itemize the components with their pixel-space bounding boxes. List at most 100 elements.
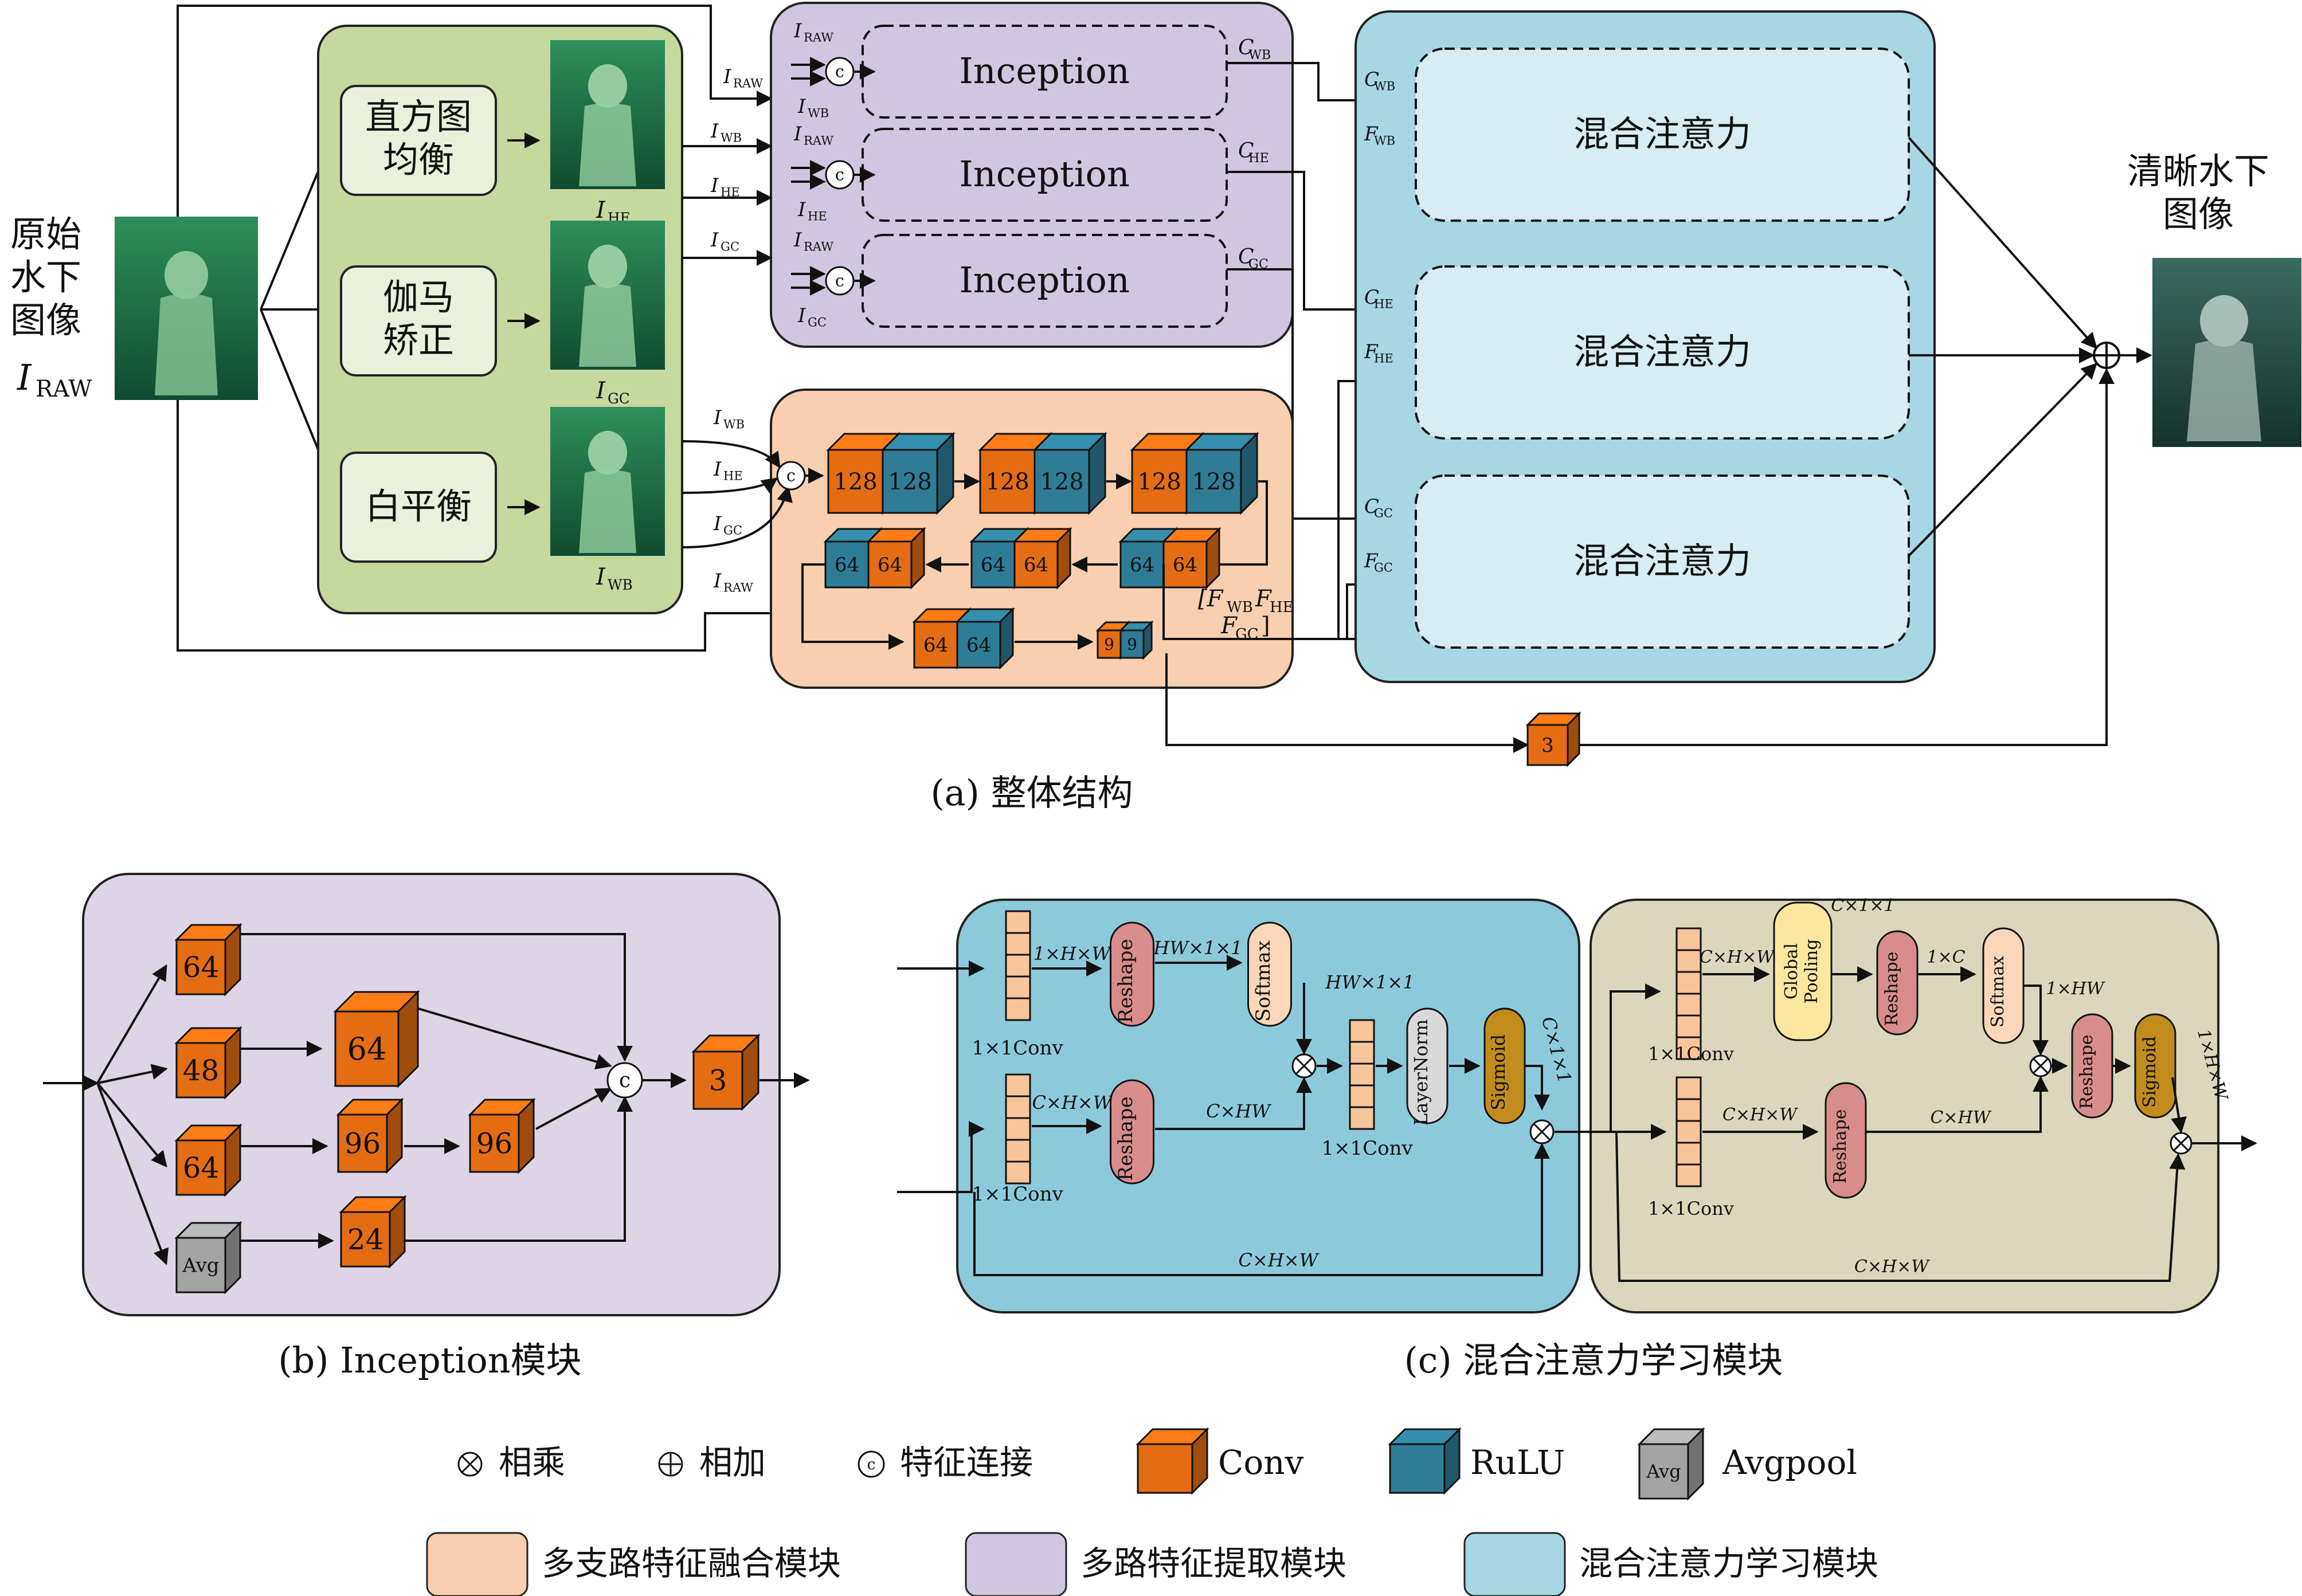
concat-glyph: c xyxy=(835,62,844,81)
cube-label: 64 xyxy=(923,634,948,657)
subscript: WB xyxy=(721,130,742,144)
enhanced-image xyxy=(550,407,665,556)
enhancement-box xyxy=(340,85,497,196)
symbol: F xyxy=(1364,550,1379,572)
enhancement-label: 白平衡 xyxy=(365,485,472,527)
cube-label: 64 xyxy=(347,1031,387,1067)
input-label-line3: 图像 xyxy=(10,299,81,341)
conv-block: 96 xyxy=(336,1097,404,1174)
caption-c: (c) 混合注意力学习模块 xyxy=(1404,1339,1783,1381)
conv-block: 48 xyxy=(174,1026,242,1100)
symbol: I xyxy=(710,174,719,197)
subscript: HE xyxy=(721,185,740,199)
symbol: I xyxy=(713,458,722,481)
label: C×HW xyxy=(1206,1100,1272,1122)
cube-label: 9 xyxy=(1127,635,1137,654)
reshape-block-label: Reshape xyxy=(1830,1109,1850,1184)
softmax-block: Softmax xyxy=(1982,927,2025,1044)
label: Pooling xyxy=(1802,939,1822,1004)
symbol: C xyxy=(1364,68,1379,91)
attention-input-f: FWB xyxy=(1364,123,1395,147)
label: C×H×W xyxy=(1700,947,1775,967)
output-label: 清晰水下 图像 xyxy=(2127,150,2269,235)
concat-node: c xyxy=(825,266,855,296)
symbol: I xyxy=(713,512,722,535)
extraction-output: CWB xyxy=(1238,36,1271,62)
label: F xyxy=(1255,586,1272,612)
input-label-line1: 原始 xyxy=(10,213,81,255)
enhanced-image xyxy=(550,40,665,189)
subscript: HE xyxy=(808,209,827,223)
cube-label: 128 xyxy=(1137,469,1181,495)
cube-label: 96 xyxy=(476,1127,513,1160)
cube-label: 128 xyxy=(1040,469,1083,495)
extraction-output: CHE xyxy=(1238,139,1269,166)
multiply-node xyxy=(457,1452,483,1477)
reshape-block-label: Reshape xyxy=(1882,952,1902,1026)
sigmoid-block: Sigmoid xyxy=(2134,1013,2176,1119)
label: 1×H×W xyxy=(1033,943,1113,964)
cube-label: Avg xyxy=(1646,1461,1681,1483)
label: 1×C xyxy=(1927,947,1965,967)
relu-block: 128 xyxy=(880,432,956,515)
cube-label: Avg xyxy=(182,1254,219,1277)
cube-label: 9 xyxy=(1104,635,1114,654)
symbol: I xyxy=(710,120,719,143)
enhancement-box xyxy=(340,265,497,377)
inception-module-container xyxy=(82,873,781,1316)
label: C×H×W xyxy=(1032,1092,1114,1113)
label: [F xyxy=(1198,586,1224,612)
attention-label: 混合注意力 xyxy=(1573,331,1751,372)
output-label-line2: 图像 xyxy=(2163,193,2234,235)
legend-concat: 特征连接 xyxy=(900,1443,1033,1482)
conv-block: 64 xyxy=(866,527,926,590)
symbol: F xyxy=(1364,340,1379,363)
label: ] xyxy=(1261,613,1270,639)
conv-block: 96 xyxy=(468,1097,536,1174)
subscript: HE xyxy=(1374,296,1393,311)
concat-glyph: c xyxy=(867,1456,876,1473)
layernorm-block: LayerNorm xyxy=(1406,1007,1448,1126)
relu-block: 64 xyxy=(955,607,1015,670)
legend-avgpool-icon: Avg xyxy=(1637,1427,1705,1501)
enhancement-box xyxy=(340,452,497,563)
subscript: GC xyxy=(1374,505,1393,520)
symbol: I xyxy=(713,570,722,593)
enhanced-image xyxy=(550,221,665,370)
symbol: I xyxy=(723,65,731,88)
symbol: I xyxy=(793,229,802,252)
label: F xyxy=(1220,613,1238,639)
label: C×H×W xyxy=(1854,1257,1930,1277)
symbol: I xyxy=(797,95,806,118)
subscript: WB xyxy=(1374,133,1395,147)
subscript: HE xyxy=(723,468,743,483)
legend-relu: RuLU xyxy=(1470,1443,1565,1482)
conv-block: 24 xyxy=(339,1195,407,1269)
conv-strip xyxy=(1005,1073,1031,1185)
cube-label: 64 xyxy=(1024,554,1048,577)
label: 1×HW xyxy=(2046,979,2105,999)
hybrid-attention-channel xyxy=(1590,899,2219,1313)
legend-fusion: 多支路特征融合模块 xyxy=(542,1544,841,1583)
extraction-container xyxy=(770,2,1294,348)
relu-block: 128 xyxy=(1032,432,1107,515)
caption-b: (b) Inception模块 xyxy=(278,1339,581,1381)
symbol: F xyxy=(1364,123,1379,146)
enhancement-label: 矫正 xyxy=(383,319,454,361)
reshape-block: Reshape xyxy=(1110,921,1154,1027)
conv-block: 3 xyxy=(691,1033,761,1111)
multiply-node xyxy=(1291,1053,1317,1079)
